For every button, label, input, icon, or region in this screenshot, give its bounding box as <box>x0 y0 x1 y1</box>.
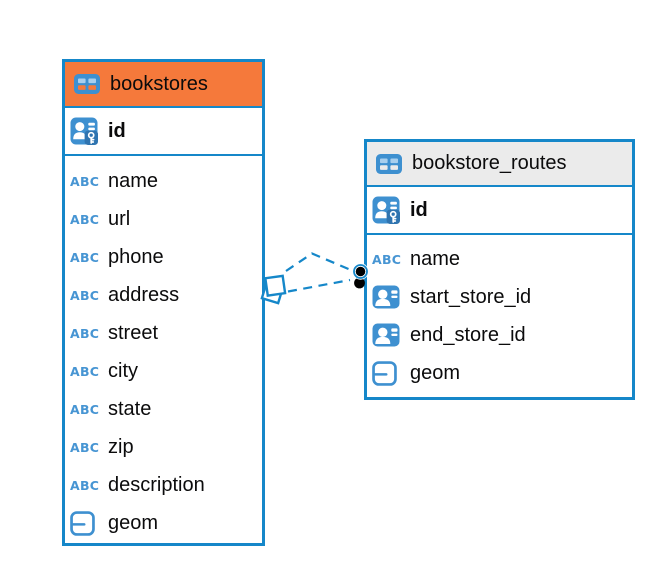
column-row[interactable]: start_store_id <box>367 278 632 316</box>
column-name: id <box>108 119 126 142</box>
text-type-icon: ABC <box>70 477 100 493</box>
column-name: zip <box>108 435 134 458</box>
column-row[interactable]: ABC zip <box>65 428 262 466</box>
text-type-icon: ABC <box>70 401 100 417</box>
column-row[interactable]: end_store_id <box>367 316 632 354</box>
column-name: id <box>410 198 428 221</box>
column-row[interactable]: geom <box>367 354 632 392</box>
relationship-line-end-store[interactable] <box>287 278 351 293</box>
column-row[interactable]: ABC description <box>65 466 262 504</box>
foreign-key-icon <box>372 323 410 347</box>
table-bookstore-routes[interactable]: bookstore_routes id ABC name start_store_i… <box>364 139 635 400</box>
column-name: name <box>410 247 461 270</box>
text-type-icon: ABC <box>70 287 100 303</box>
foreign-key-icon <box>372 285 410 309</box>
column-name: start_store_id <box>410 285 532 308</box>
text-type-icon: ABC <box>70 249 100 265</box>
column-name: end_store_id <box>410 323 526 346</box>
relationship-square-marker-back[interactable] <box>260 280 285 305</box>
column-name: geom <box>108 511 159 534</box>
text-type-icon: ABC <box>372 251 402 267</box>
relationship-square-marker-front[interactable] <box>263 274 287 297</box>
text-type-icon: ABC <box>70 325 100 341</box>
column-row[interactable]: ABC city <box>65 352 262 390</box>
table-name: bookstore_routes <box>412 152 567 174</box>
primary-key-icon <box>70 117 108 145</box>
text-type-icon: ABC <box>70 439 100 455</box>
table-header[interactable]: bookstores <box>65 62 262 108</box>
column-name: description <box>108 473 205 496</box>
text-type-icon: ABC <box>70 211 100 227</box>
column-name: name <box>108 169 159 192</box>
primary-key-row[interactable]: id <box>367 187 632 235</box>
column-row[interactable]: ABC name <box>367 240 632 278</box>
text-type-icon: ABC <box>70 173 100 189</box>
primary-key-icon <box>372 196 410 224</box>
column-name: phone <box>108 245 164 268</box>
column-row[interactable]: ABC name <box>65 162 262 200</box>
column-name: geom <box>410 361 461 384</box>
table-name: bookstores <box>110 72 208 95</box>
column-name: url <box>108 207 131 230</box>
geometry-type-icon <box>70 511 108 536</box>
column-row[interactable]: ABC address <box>65 276 262 314</box>
column-row[interactable]: ABC phone <box>65 238 262 276</box>
column-row[interactable]: ABC url <box>65 200 262 238</box>
text-type-icon: ABC <box>70 363 100 379</box>
primary-key-row[interactable]: id <box>65 108 262 156</box>
table-icon <box>73 73 101 95</box>
table-header[interactable]: bookstore_routes <box>367 142 632 187</box>
column-row[interactable]: geom <box>65 504 262 542</box>
column-name: address <box>108 283 180 306</box>
table-icon <box>375 153 403 175</box>
column-name: state <box>108 397 152 420</box>
geometry-type-icon <box>372 361 410 386</box>
column-row[interactable]: ABC street <box>65 314 262 352</box>
column-name: street <box>108 321 159 344</box>
column-row[interactable]: ABC state <box>65 390 262 428</box>
relationship-line-start-store[interactable] <box>285 252 353 272</box>
column-name: city <box>108 359 138 382</box>
